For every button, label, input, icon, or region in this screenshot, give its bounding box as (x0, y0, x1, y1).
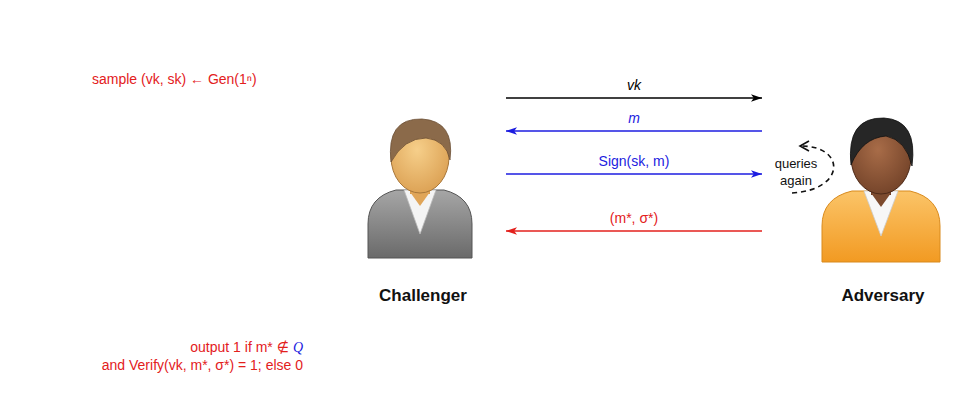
actor-name: Adversary (806, 286, 955, 306)
output-rule: and Verify(vk, m*, σ*) = 1; else 0 (102, 357, 303, 374)
adversary-node: Adversary (766, 110, 955, 310)
message-arrow (506, 230, 762, 232)
message-arrow (506, 97, 762, 99)
message-label: vk (625, 77, 643, 94)
setup-step: sample (vk, sk) ← Gen(1ⁿ) (92, 71, 257, 87)
message-arrow (506, 130, 762, 132)
loop-note: queries again (766, 155, 826, 189)
adversary-figure (822, 118, 940, 262)
output-rule: output 1 if m* ∉ (190, 339, 289, 356)
actor-name: Challenger (344, 286, 502, 306)
loop-note: queries again (775, 156, 818, 188)
output-rule: output 1 if m* ∉ (190, 339, 289, 355)
message-label: (m*, σ*) (608, 210, 660, 227)
message-label: m (626, 110, 642, 127)
challenger-figure (368, 119, 472, 258)
challenger-node: Challenger (344, 110, 502, 310)
message-arrow (506, 173, 762, 175)
setup-step: sample (vk, sk) ← Gen(1ⁿ) (92, 71, 257, 88)
message-label: Sign(sk, m) (597, 153, 672, 170)
query-set-symbol: Q (293, 339, 303, 356)
query-set-symbol: Q (293, 340, 303, 355)
output-rule: and Verify(vk, m*, σ*) = 1; else 0 (102, 357, 303, 373)
